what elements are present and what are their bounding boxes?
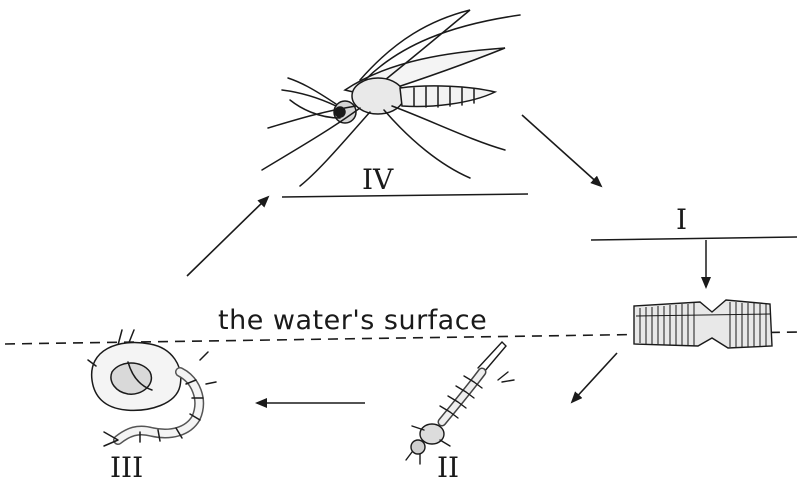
stage-iii-label: III <box>110 454 143 482</box>
stage-i-underline <box>591 237 797 240</box>
water-surface-label: the water's surface <box>218 307 487 334</box>
larva-icon <box>406 342 514 464</box>
arrow-eggs-to-larva <box>572 353 617 402</box>
pupa-icon <box>88 330 216 446</box>
mosquito-adult-icon <box>262 10 520 186</box>
stage-iv-underline <box>282 194 528 197</box>
stage-ii-label: II <box>437 454 459 482</box>
stage-i-label: I <box>676 206 687 234</box>
arrow-adult-to-eggs <box>522 115 601 186</box>
egg-raft-icon <box>634 300 772 348</box>
stage-iv-label: IV <box>362 166 393 194</box>
arrow-pupa-to-adult <box>187 197 268 276</box>
